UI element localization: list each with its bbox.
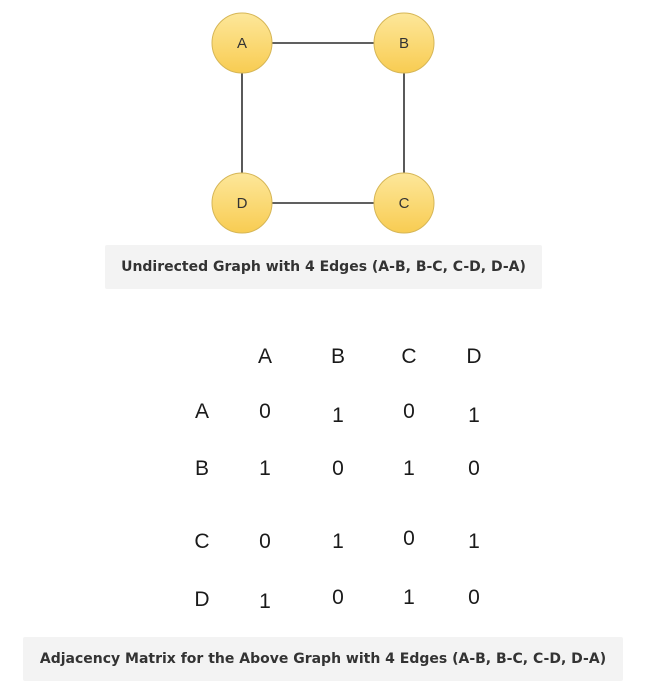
matrix-cell: 1 bbox=[468, 530, 480, 553]
matrix-row-header-d: D bbox=[194, 588, 210, 611]
matrix-cell: 0 bbox=[259, 530, 271, 553]
matrix-caption: Adjacency Matrix for the Above Graph wit… bbox=[23, 637, 623, 681]
graph-diagram: A B C D bbox=[211, 12, 435, 234]
node-label: B bbox=[399, 35, 409, 52]
node-c: C bbox=[373, 172, 435, 234]
node-layer: A B C D bbox=[211, 12, 435, 234]
node-label: C bbox=[399, 195, 410, 212]
matrix-cell: 1 bbox=[403, 457, 415, 480]
matrix-cell: 1 bbox=[259, 590, 271, 613]
node-b: B bbox=[373, 12, 435, 74]
matrix-cell: 1 bbox=[468, 404, 480, 427]
matrix-cell: 1 bbox=[403, 586, 415, 609]
node-circle bbox=[373, 172, 435, 234]
matrix-row-header-c: C bbox=[194, 530, 210, 553]
node-a: A bbox=[211, 12, 273, 74]
matrix-cell: 0 bbox=[259, 400, 271, 423]
matrix-cell: 1 bbox=[332, 404, 344, 427]
matrix-cell: 0 bbox=[332, 457, 344, 480]
matrix-cell: 0 bbox=[468, 457, 480, 480]
matrix-col-header-d: D bbox=[466, 345, 482, 368]
edge-layer bbox=[241, 42, 405, 204]
matrix-col-header-b: B bbox=[330, 345, 345, 368]
node-d: D bbox=[211, 172, 273, 234]
matrix-cell: 0 bbox=[403, 527, 415, 550]
node-label: A bbox=[237, 35, 247, 52]
matrix-cell: 0 bbox=[332, 586, 344, 609]
matrix-cell: 0 bbox=[403, 400, 415, 423]
matrix-cell: 0 bbox=[468, 586, 480, 609]
matrix-cell: 1 bbox=[332, 530, 344, 553]
graph-caption: Undirected Graph with 4 Edges (A-B, B-C,… bbox=[105, 245, 542, 289]
node-circle bbox=[211, 172, 273, 234]
node-circle bbox=[211, 12, 273, 74]
matrix-cell: 1 bbox=[259, 457, 271, 480]
matrix-row-header-b: B bbox=[194, 457, 209, 480]
matrix-col-header-c: C bbox=[401, 345, 417, 368]
node-label: D bbox=[237, 195, 248, 212]
matrix-col-header-a: A bbox=[257, 345, 272, 368]
node-circle bbox=[373, 12, 435, 74]
matrix-row-header-a: A bbox=[194, 400, 209, 423]
